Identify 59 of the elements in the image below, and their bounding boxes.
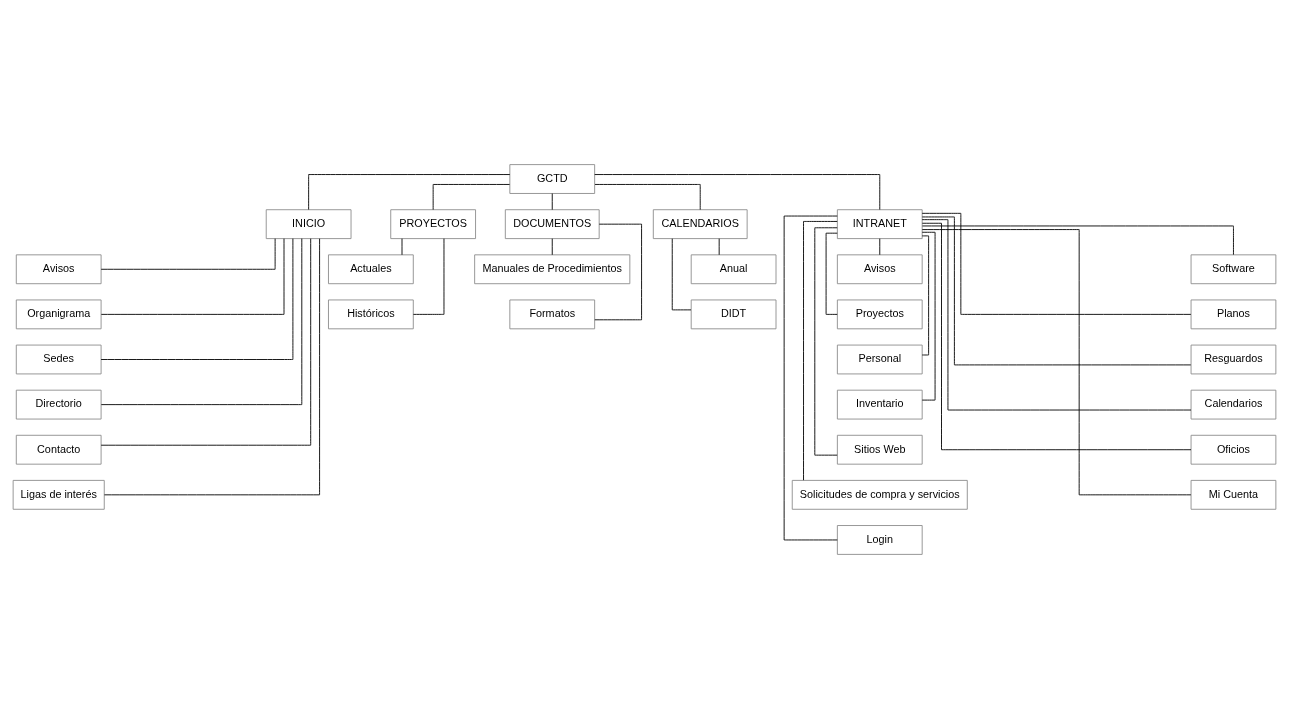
connector [803,221,838,481]
node-box: Formatos [509,299,596,330]
connector [100,238,294,360]
node-box: Sitios Web [836,434,923,465]
node-box: Proyectos [836,299,923,330]
node-box: Avisos [836,254,923,285]
node-box: Inventario [836,389,923,420]
connector [921,212,1192,315]
connector [825,232,838,315]
node-box: Actuales [328,254,414,285]
connector [783,215,838,541]
connector [432,184,511,211]
node-box: Oficios [1190,434,1277,465]
node-box: Planos [1190,299,1277,330]
node-box: Anual [690,254,777,285]
node-box: DOCUMENTOS [504,209,600,240]
node-box: Mi Cuenta [1190,479,1277,510]
node-box: Manuales de Procedimientos [474,254,631,285]
connector [921,231,936,401]
connector [104,238,321,496]
connector [551,238,553,256]
node-box: DIDT [690,299,777,330]
connector [921,219,1192,411]
node-box: Directorio [15,389,102,420]
connector [879,238,881,256]
connector [100,238,276,270]
node-box: INTRANET [836,209,923,240]
connector [100,238,303,406]
node-box: Personal [836,344,923,375]
connector [921,225,1234,256]
connector [921,222,1192,451]
node-box: Calendarios [1190,389,1277,420]
node-box: Solicitudes de compra y servicios [791,479,968,510]
node-box: CALENDARIOS [652,209,748,240]
connector [594,184,701,211]
connector [671,238,692,311]
node-box: Ligas de interés [12,479,105,510]
connector [814,227,838,456]
node-box: PROYECTOS [390,209,476,240]
node-box: Organigrama [15,299,102,330]
node-box: Sedes [15,344,102,375]
connector [921,235,930,356]
node-box: Avisos [15,254,102,285]
connector [551,193,553,211]
node-box: Históricos [328,299,414,330]
connector [921,216,1192,366]
node-box: Contacto [15,434,102,465]
connector [308,174,511,210]
connector [594,223,643,321]
node-box: Software [1190,254,1277,285]
node-box: Resguardos [1190,344,1277,375]
connector [921,229,1192,496]
connector [100,238,285,315]
node-box: INICIO [265,209,352,240]
connector [100,238,312,446]
node-box: Login [836,525,923,555]
node-box: GCTD [509,164,596,194]
connector [594,174,881,210]
connector [412,238,445,315]
